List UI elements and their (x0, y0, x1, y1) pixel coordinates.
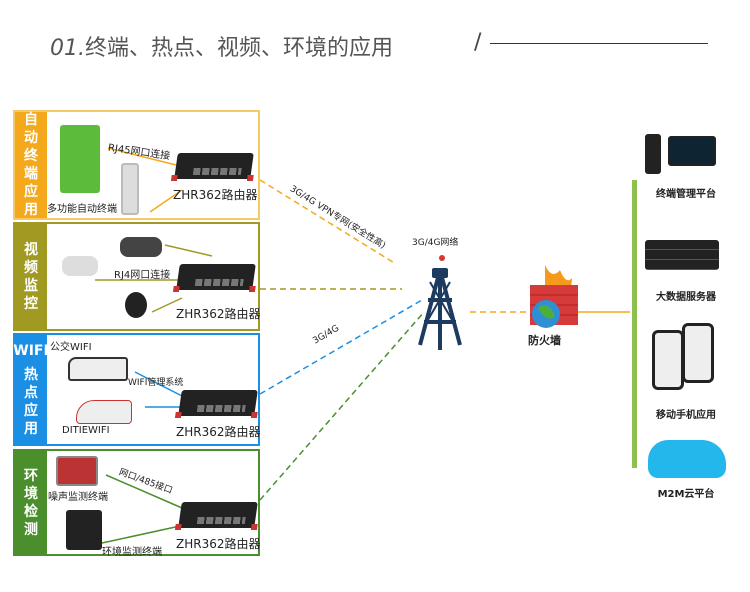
router-label: ZHR362路由器 (176, 537, 261, 551)
firewall-icon (530, 265, 578, 328)
train-icon (76, 400, 132, 424)
env-monitor-icon (66, 510, 102, 550)
kiosk-icon (60, 125, 100, 193)
title-text: 终端、热点、视频、环境的应用 (85, 36, 394, 61)
bus-wifi-label: 公交WIFI (50, 342, 92, 353)
conn-label: RJ4网口连接 (114, 270, 171, 281)
line-vpn (259, 179, 397, 265)
section-environment: 环境检测 (13, 449, 260, 556)
device-label: 多功能自动终端 (47, 204, 117, 215)
bullet-camera-icon (120, 237, 162, 257)
line-noise (105, 474, 183, 509)
router-label: ZHR362路由器 (173, 188, 258, 202)
tower-beacon (439, 255, 445, 261)
section-label: 自动终端应用 (15, 112, 47, 218)
network-label: 3G/4G网络 (412, 238, 459, 248)
title-number: 01. (50, 36, 85, 61)
line-wifi (259, 299, 423, 395)
section-auto-terminal: 自动终端应用 (13, 110, 260, 220)
router-icon (174, 153, 254, 179)
dome-camera-icon (125, 292, 147, 318)
monitor-icon (668, 136, 716, 166)
noise-monitor-icon (56, 456, 98, 486)
camera-icon (62, 256, 98, 276)
section-video: 视频监控 (13, 222, 260, 331)
cloud-icon (648, 440, 726, 478)
terminal-icon (121, 163, 139, 215)
router-icon (178, 502, 258, 528)
server-icon (645, 240, 719, 270)
page-title: 01.终端、热点、视频、环境的应用 (50, 30, 393, 62)
line-bus (134, 371, 183, 397)
env-label: 环境监测终端 (102, 547, 162, 558)
line-env (101, 525, 181, 544)
line-terminal (149, 189, 183, 213)
router-icon (176, 264, 256, 290)
router-icon (178, 390, 258, 416)
train-wifi-label: DITIEWIFI (62, 425, 110, 436)
router-label: ZHR362路由器 (176, 425, 261, 439)
platform-label: 大数据服务器 (656, 292, 716, 303)
noise-label: 噪声监测终端 (48, 492, 108, 503)
platform-bus (632, 180, 637, 468)
line-env-wan (259, 311, 425, 501)
line-camera3 (151, 297, 183, 313)
bus-icon (68, 357, 128, 381)
conn-label: WIFI管理系统 (128, 378, 184, 388)
pc-tower-icon (645, 134, 661, 174)
platform-label: M2M云平台 (657, 489, 715, 500)
phone-icon (652, 330, 684, 390)
tower-icon (418, 269, 462, 350)
platform-label: 终端管理平台 (656, 189, 716, 200)
title-divider (490, 43, 708, 44)
phone-icon (682, 323, 714, 383)
title-slash: / (474, 30, 482, 55)
router-label: ZHR362路由器 (176, 307, 261, 321)
line-kiosk (107, 147, 177, 166)
section-label: 视频监控 (15, 224, 47, 329)
platform-label: 移动手机应用 (656, 410, 716, 421)
firewall-label: 防火墙 (528, 334, 561, 347)
tower-top (432, 268, 448, 278)
section-label: 环境检测 (15, 451, 47, 554)
line-camera1 (164, 244, 213, 257)
